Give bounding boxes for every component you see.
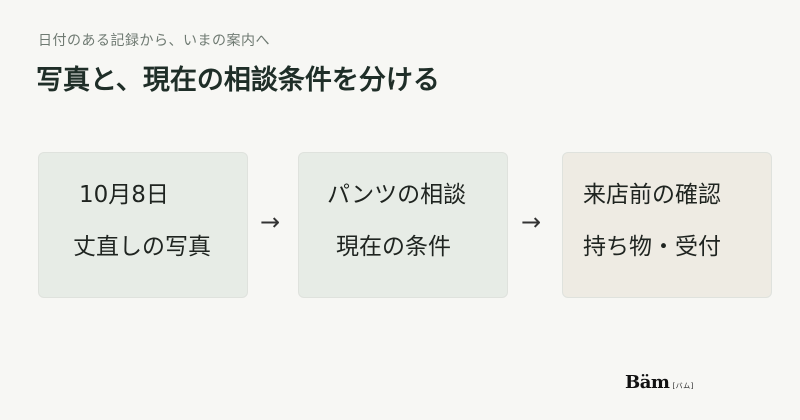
step-2-title: パンツの相談 — [327, 182, 467, 208]
step-card-visit-check: 来店前の確認 持ち物・受付 — [562, 152, 772, 298]
step-2-label: 現在の条件 — [336, 234, 451, 260]
brand-logo: Bäm [バム] — [625, 372, 694, 393]
step-card-photo: 10月8日 丈直しの写真 — [38, 152, 248, 298]
step-3-title: 来店前の確認 — [583, 182, 721, 208]
logo-subtitle: [バム] — [672, 382, 694, 390]
arrow-right-icon: → — [521, 208, 542, 236]
page-title: 写真と、現在の相談条件を分ける — [36, 65, 440, 96]
arrow-right-icon: → — [260, 208, 281, 236]
step-3-label: 持ち物・受付 — [583, 234, 721, 260]
step-1-date: 10月8日 — [79, 182, 169, 208]
logo-mark: Bäm — [625, 372, 670, 393]
step-card-consultation: パンツの相談 現在の条件 — [298, 152, 508, 298]
step-1-label: 丈直しの写真 — [73, 234, 211, 260]
eyebrow-text: 日付のある記録から、いまの案内へ — [38, 33, 270, 49]
